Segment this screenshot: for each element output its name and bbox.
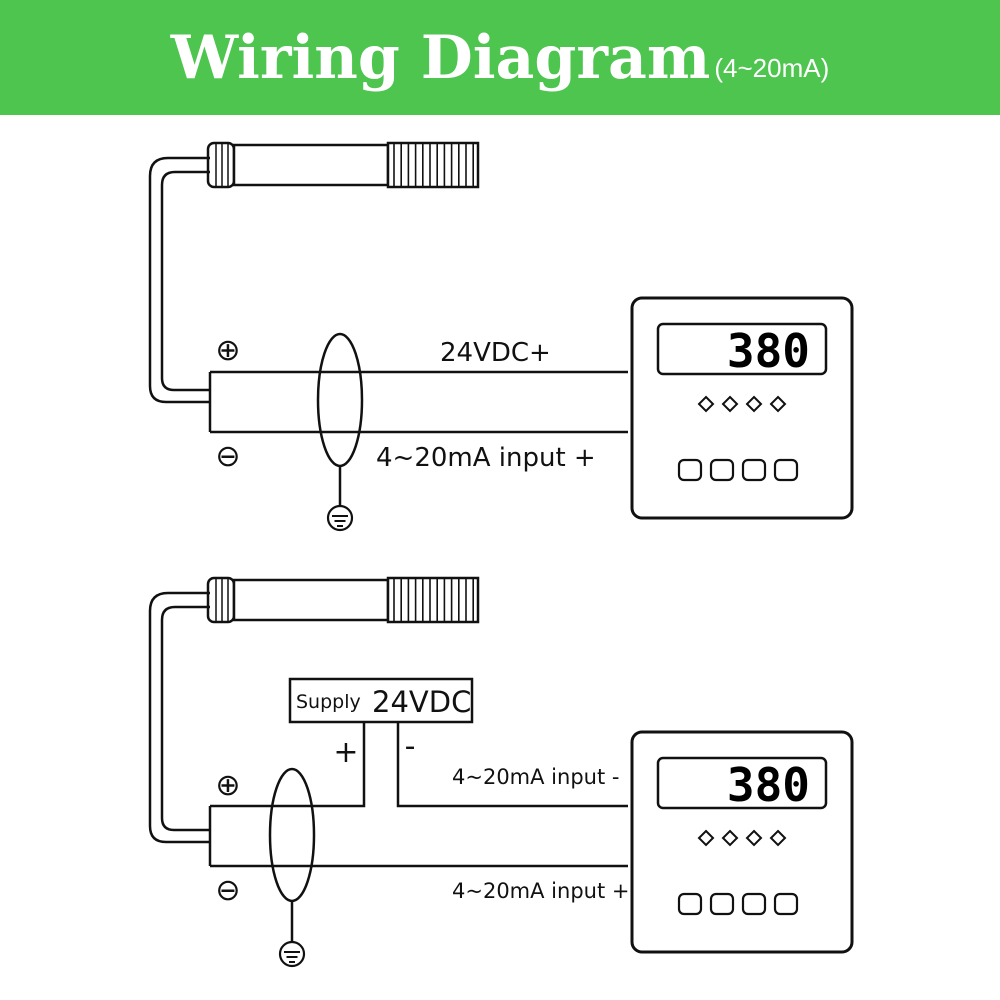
probe-2: [148, 576, 480, 844]
ground-icon: [326, 504, 354, 532]
diagram-2: ⊕ ⊖ Supply 24VDC + - 4~20mA input - 4~20…: [148, 576, 854, 968]
indicator-led-icon: [697, 829, 715, 847]
meter-1-display: 380: [727, 324, 810, 378]
indicator-led-icon: [721, 829, 739, 847]
indicator-led-icon: [769, 829, 787, 847]
wire-supply-plus: [210, 722, 366, 808]
power-supply-box: Supply 24VDC + -: [288, 677, 474, 770]
indicator-led-icon: [697, 395, 715, 413]
wire-signal-minus: [396, 722, 628, 808]
ground-icon: [278, 940, 306, 968]
indicator-led-icon: [769, 395, 787, 413]
diagram-1: ⊕ ⊖ 24VDC+ 4~20mA input + 380: [148, 141, 854, 532]
meter-1: 380: [630, 296, 854, 520]
supply-voltage-label: 24VDC: [372, 685, 471, 719]
supply-minus-label: -: [405, 729, 416, 764]
supply-label: Supply: [296, 691, 361, 713]
meter-button: [677, 458, 703, 482]
probe-1: [148, 141, 480, 404]
minus-terminal-icon: ⊖: [215, 439, 240, 474]
probe-2-threads: [393, 578, 475, 622]
meter-button: [741, 892, 767, 916]
meter-button: [773, 458, 799, 482]
meter-2-buttons: [677, 892, 799, 916]
wire-label-signal-minus: 4~20mA input -: [452, 765, 619, 789]
terminal-block-2: [208, 722, 628, 868]
meter-2: 380: [630, 730, 854, 954]
supply-plus-label: +: [333, 735, 358, 770]
indicator-led-icon: [721, 395, 739, 413]
plus-terminal-icon: ⊕: [215, 333, 240, 368]
shield-1: [316, 332, 364, 532]
meter-1-indicators: [697, 395, 787, 413]
meter-button: [709, 892, 735, 916]
indicator-led-icon: [745, 829, 763, 847]
shield-2: [268, 767, 316, 968]
meter-button: [677, 892, 703, 916]
probe-1-threads: [393, 143, 475, 187]
minus-terminal-icon: ⊖: [215, 873, 240, 908]
terminal-block-1: [208, 370, 628, 434]
wire-label-signal-plus: 4~20mA input +: [452, 879, 629, 903]
indicator-led-icon: [745, 395, 763, 413]
meter-2-indicators: [697, 829, 787, 847]
page-subtitle: (4~20mA): [714, 53, 830, 83]
meter-button: [709, 458, 735, 482]
header-banner: Wiring Diagram (4~20mA): [0, 0, 1000, 115]
plus-terminal-icon: ⊕: [215, 768, 240, 803]
meter-button: [773, 892, 799, 916]
meter-1-buttons: [677, 458, 799, 482]
meter-button: [741, 458, 767, 482]
meter-2-display: 380: [727, 758, 810, 812]
wire-label-signal-plus: 4~20mA input +: [376, 443, 596, 473]
page-title: Wiring Diagram: [170, 22, 711, 93]
wire-label-24vdc: 24VDC+: [440, 338, 551, 368]
